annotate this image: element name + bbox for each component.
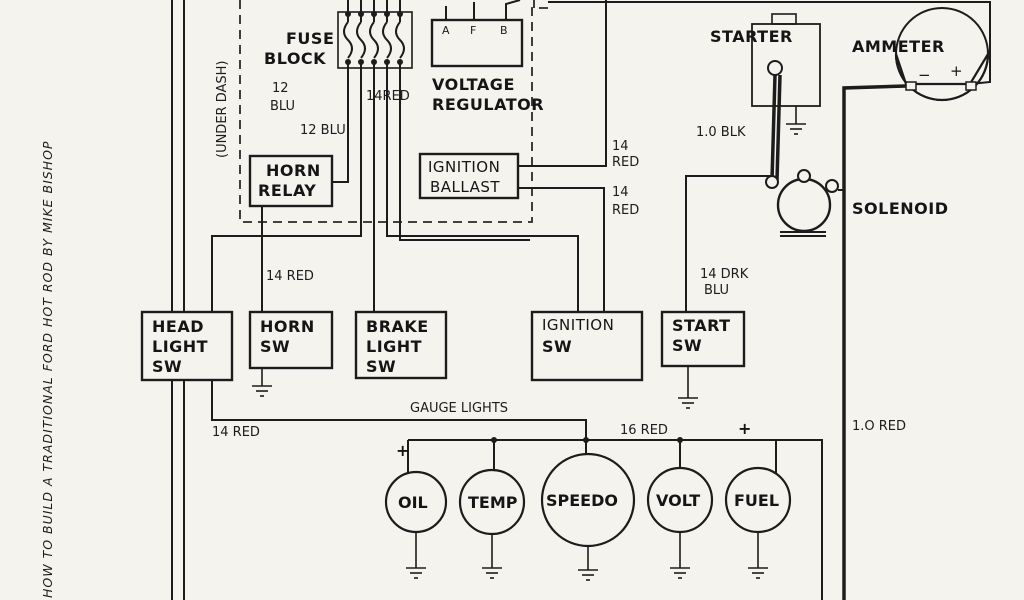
- volt-gauge: [646, 466, 714, 579]
- ignition-switch-label-1: IGNITION: [542, 316, 614, 334]
- battery-feed-cable: [842, 84, 907, 600]
- wire-label-14-red-ballast-1: 14: [612, 185, 629, 200]
- voltage-regulator: [430, 0, 524, 68]
- wire-label-14-red-horn: 14 RED: [266, 269, 314, 284]
- headlight-switch-label-2: LIGHT: [152, 337, 208, 356]
- wire-label-14-drk-blu-1: 14 DRK: [700, 267, 749, 282]
- reg-terminal-f: F: [470, 24, 476, 37]
- wire-label-14-red-head: 14 RED: [212, 425, 260, 440]
- fuel-gauge: [724, 466, 792, 579]
- brake-switch-label-1: BRAKE: [366, 317, 429, 336]
- brake-switch-label-2: LIGHT: [366, 337, 422, 356]
- wire-label-14-red-ballast-2: RED: [612, 203, 639, 218]
- wire-label-14-red-reg-2: RED: [612, 155, 639, 170]
- wire-label-1-0-blk: 1.0 BLK: [696, 125, 746, 140]
- oil-gauge-label: OIL: [398, 493, 428, 512]
- voltage-regulator-label-1: VOLTAGE: [432, 75, 515, 94]
- horn-switch-label-2: SW: [260, 337, 290, 356]
- ignition-ballast-label-2: BALLAST: [430, 178, 500, 196]
- gauge-feed-wire: [775, 439, 823, 600]
- side-caption: HOW TO BUILD A TRADITIONAL FORD HOT ROD …: [40, 141, 55, 598]
- start-switch-label-1: START: [672, 316, 731, 335]
- solenoid-label: SOLENOID: [852, 199, 948, 218]
- ammeter-minus: −: [918, 66, 931, 84]
- fuse-block-label-2: BLOCK: [264, 49, 326, 68]
- gauge-light-wiring: [211, 380, 778, 476]
- under-dash-label: (UNDER DASH): [215, 61, 230, 158]
- wire-label-14-red-fuse: 14RED: [366, 89, 410, 104]
- temp-gauge-label: TEMP: [468, 493, 518, 512]
- ignition-switch-label-2: SW: [542, 337, 572, 356]
- wire-label-14-drk-blu-2: BLU: [704, 283, 729, 298]
- reg-terminal-a: A: [442, 24, 450, 37]
- ammeter-feed-wire: [548, 1, 991, 85]
- ignition-ballast: [418, 0, 607, 312]
- horn-switch: [248, 310, 334, 397]
- oil-gauge: [384, 470, 448, 579]
- gauge-lights-label: GAUGE LIGHTS: [410, 401, 508, 416]
- temp-gauge: [458, 468, 526, 579]
- wire-label-1-0-red: 1.O RED: [852, 419, 906, 434]
- wire-label-16-red: 16 RED: [620, 423, 668, 438]
- horn-relay: [248, 154, 334, 312]
- ignition-ballast-label-1: IGNITION: [428, 158, 500, 176]
- horn-relay-label-2: RELAY: [258, 181, 316, 200]
- wire-label-14-red-reg-1: 14: [612, 139, 629, 154]
- volt-gauge-label: VOLT: [656, 491, 700, 510]
- under-dash-enclosure: [239, 0, 548, 223]
- speedo-gauge-label: SPEEDO: [546, 491, 618, 510]
- ammeter-label: AMMETER: [852, 37, 945, 56]
- headlight-switch: [140, 310, 234, 382]
- starter-cable: [770, 74, 782, 181]
- wire-label-12-blu-a-1: 12: [272, 81, 289, 96]
- fuel-gauge-label: FUEL: [734, 491, 779, 510]
- headlight-switch-label-3: SW: [152, 357, 182, 376]
- fuse-output-wires: [211, 62, 579, 312]
- solenoid: [765, 169, 839, 237]
- brake-light-switch: [354, 310, 448, 380]
- wire-label-12-blu-a-2: BLU: [270, 99, 295, 114]
- horn-switch-label-1: HORN: [260, 317, 315, 336]
- starter-label: STARTER: [710, 27, 793, 46]
- main-feed-wires: [171, 0, 185, 600]
- ignition-switch: [530, 310, 644, 382]
- fuse-block: [337, 0, 413, 69]
- ammeter: [894, 7, 990, 102]
- start-switch-label-2: SW: [672, 336, 702, 355]
- reg-terminal-b: B: [500, 24, 508, 37]
- start-switch-wire: [685, 175, 772, 312]
- ammeter-plus: +: [950, 62, 963, 80]
- wire-label-12-blu-b: 12 BLU: [300, 123, 346, 138]
- fuse-block-label-1: FUSE: [286, 29, 334, 48]
- gauge-plus-left: +: [396, 441, 410, 460]
- headlight-switch-label-1: HEAD: [152, 317, 204, 336]
- brake-switch-label-3: SW: [366, 357, 396, 376]
- gauge-plus-right: +: [738, 419, 752, 438]
- speedo-gauge: [540, 452, 636, 581]
- start-switch: [660, 310, 746, 409]
- horn-relay-label-1: HORN: [266, 161, 321, 180]
- voltage-regulator-label-2: REGULATOR: [432, 95, 544, 114]
